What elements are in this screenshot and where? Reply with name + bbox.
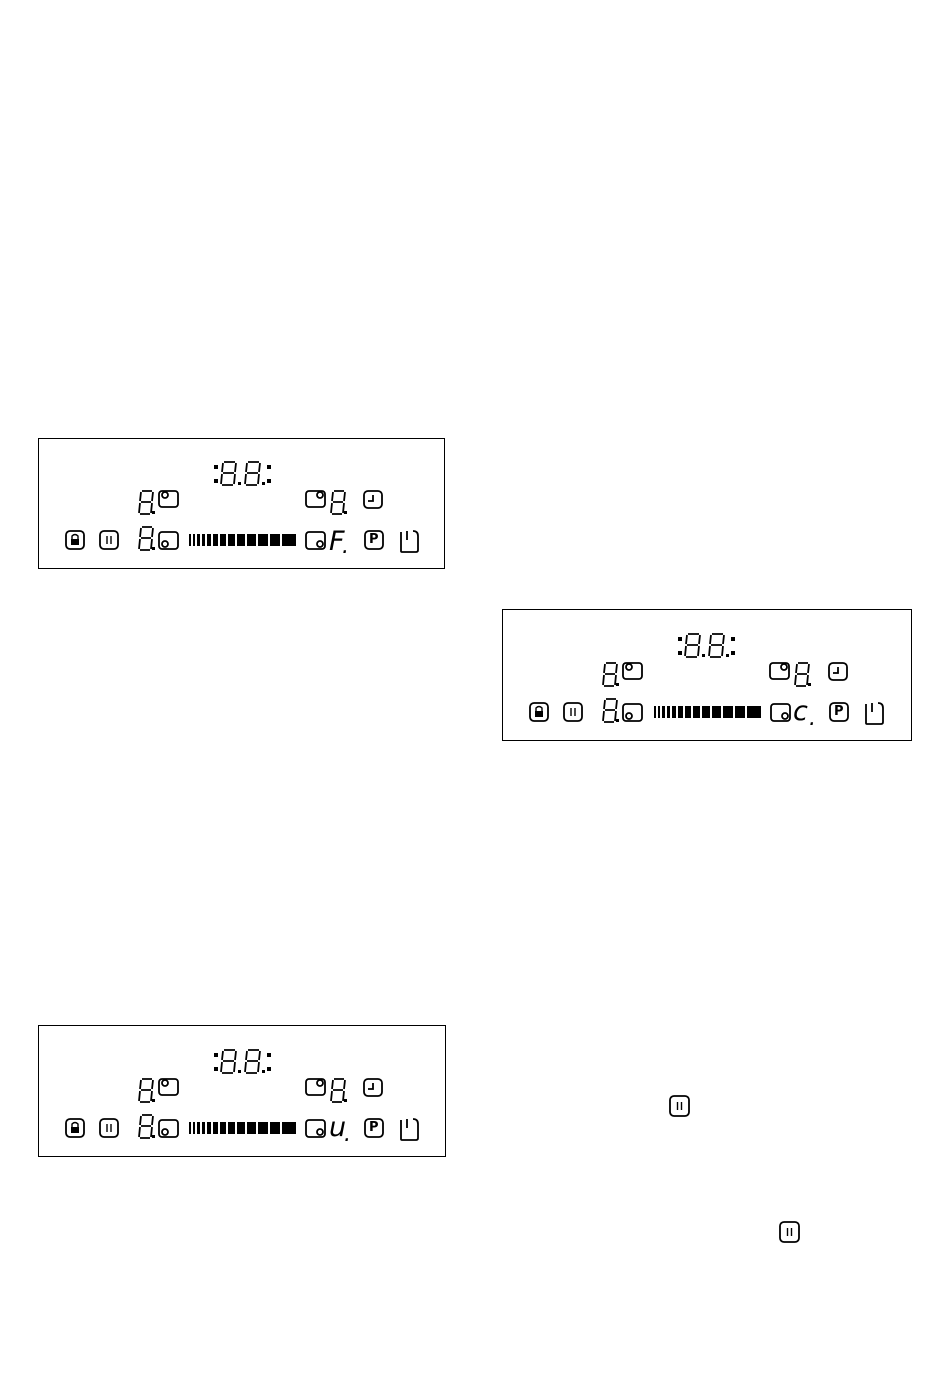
cooking-zone-icon [306, 1120, 325, 1137]
cooking-zone-icon [306, 491, 325, 507]
lock-icon[interactable] [66, 531, 84, 549]
control-panel-display-c: c . P [502, 609, 912, 741]
cooking-zone-icon [306, 1079, 325, 1095]
seven-segment-digit [139, 1115, 153, 1138]
seven-segment-digit [139, 1079, 153, 1102]
cooking-zone-icon [770, 663, 789, 679]
cooking-zone-icon [159, 532, 178, 549]
colon-dot [267, 465, 271, 469]
mode-suffix: . [342, 533, 349, 560]
power-level-bar[interactable] [189, 1122, 296, 1134]
lock-icon[interactable] [66, 1119, 84, 1137]
panel-graphic [39, 1026, 447, 1158]
colon-dot [267, 479, 271, 483]
control-panel-display-u: u . P [38, 1025, 446, 1157]
pause-icon[interactable] [564, 703, 582, 721]
decimal-dot [344, 511, 347, 514]
mode-suffix: . [809, 705, 816, 732]
seven-segment-digit [795, 663, 809, 686]
seven-segment-digit [139, 491, 153, 514]
cooking-zone-icon [623, 663, 642, 679]
decimal-dot [152, 511, 155, 514]
lock-icon[interactable] [530, 703, 548, 721]
program-label: P [369, 531, 379, 549]
power-icon[interactable] [401, 1119, 418, 1140]
seven-segment-digit [603, 663, 617, 686]
timer-icon[interactable] [364, 491, 382, 508]
cooking-zone-icon [623, 704, 642, 721]
mode-letter: c [793, 698, 808, 725]
pause-icon [778, 1220, 802, 1244]
seven-segment-digit [221, 462, 236, 485]
decimal-dot [262, 482, 265, 485]
cooking-zone-icon [159, 1120, 178, 1137]
mode-suffix: . [344, 1121, 351, 1148]
cooking-zone-icon [159, 1079, 178, 1095]
seven-segment-digit [139, 527, 153, 550]
power-level-bar[interactable] [654, 706, 761, 718]
program-label: P [369, 1119, 379, 1137]
timer-display [214, 462, 271, 485]
colon-dot [214, 465, 218, 469]
colon-dot [214, 479, 218, 483]
control-panel-display-f: F . P [38, 438, 445, 569]
pause-icon[interactable] [100, 1119, 118, 1137]
panel-graphic [39, 439, 446, 570]
pause-icon[interactable] [100, 531, 118, 549]
decimal-dot [152, 547, 155, 550]
decimal-dot [238, 482, 241, 485]
timer-display [214, 1050, 271, 1073]
program-label: P [834, 703, 844, 721]
cooking-zone-icon [771, 704, 790, 721]
cooking-zone-icon [306, 532, 325, 549]
pause-icon [668, 1094, 692, 1118]
timer-icon[interactable] [829, 663, 847, 680]
power-icon[interactable] [866, 703, 883, 724]
seven-segment-digit [331, 491, 345, 514]
power-icon[interactable] [401, 531, 418, 552]
panel-graphic [503, 610, 913, 742]
seven-segment-digit [331, 1079, 345, 1102]
cooking-zone-icon [159, 491, 178, 507]
seven-segment-digit [245, 462, 260, 485]
timer-display [678, 634, 735, 657]
timer-icon[interactable] [364, 1079, 382, 1096]
power-level-bar[interactable] [189, 534, 296, 546]
seven-segment-digit [603, 699, 617, 722]
